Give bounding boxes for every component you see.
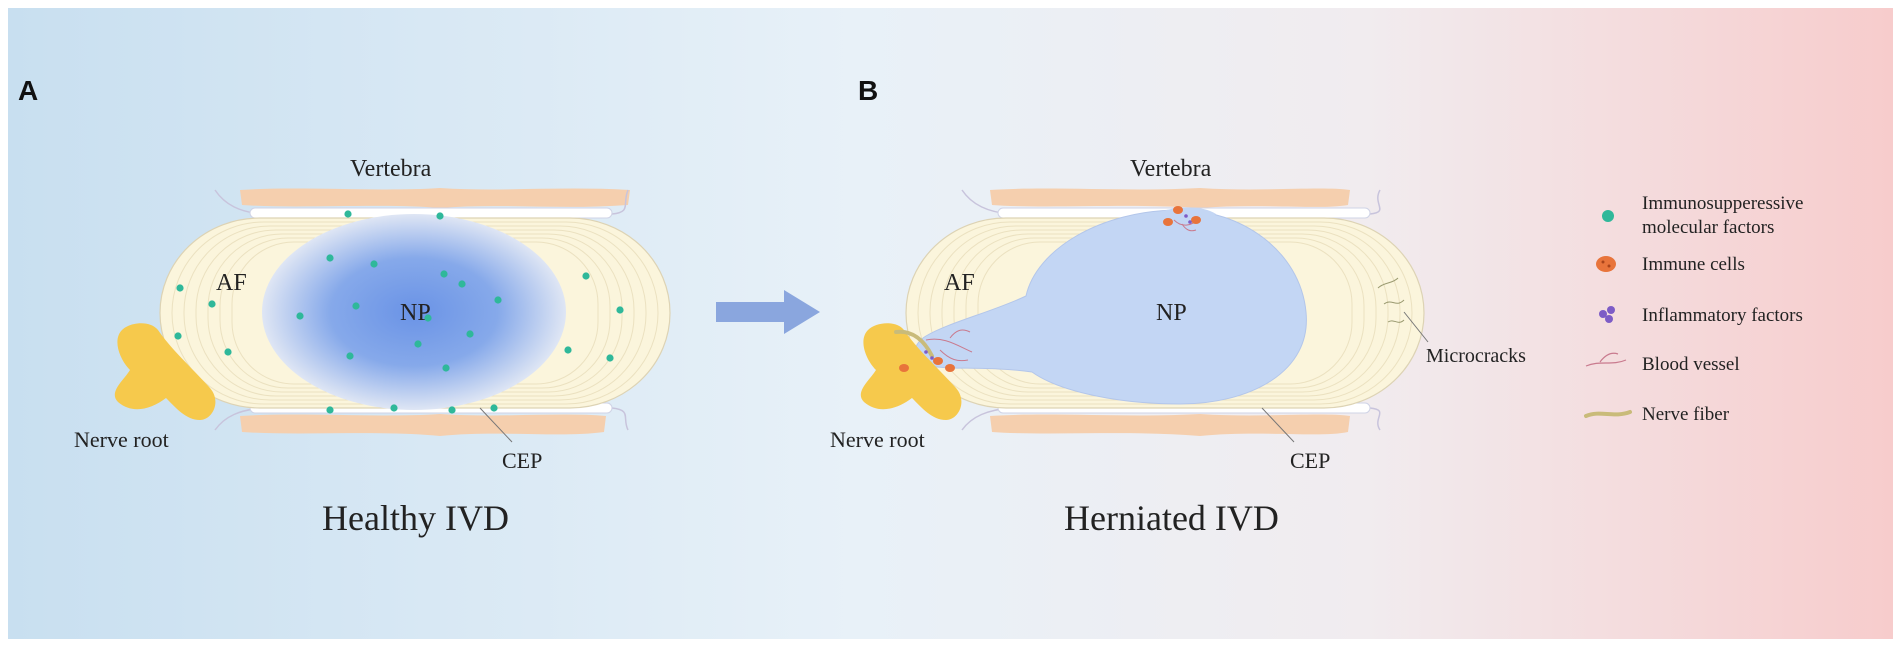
legend-item-nerve-fiber: Nerve fiber	[1584, 404, 1730, 425]
microcracks	[1377, 277, 1405, 323]
upper-vertebra	[990, 188, 1350, 208]
panel-b-letter: B	[858, 75, 878, 106]
legend: Immunosupperessive molecular factors Imm…	[1584, 193, 1803, 425]
nerve-root-label: Nerve root	[830, 427, 925, 452]
transition-arrow	[716, 290, 820, 334]
np-label: NP	[1156, 300, 1187, 326]
legend-label: Immune cells	[1642, 254, 1745, 275]
immune-cells	[899, 206, 1201, 372]
herniated-nucleus	[914, 209, 1307, 405]
upper-vertebra	[240, 188, 630, 208]
nerve-root	[114, 323, 216, 420]
panel-a-healthy-ivd: A	[18, 75, 671, 538]
inflammatory-factor-icon	[1599, 306, 1615, 323]
immune-cell-icon	[1596, 256, 1616, 272]
green-dot-icon	[1602, 210, 1614, 222]
legend-label: Inflammatory factors	[1642, 305, 1803, 326]
legend-label-line1: Immunosupperessive	[1642, 193, 1803, 214]
nucleus-pulposus	[262, 214, 566, 410]
panel-b-title: Herniated IVD	[1064, 498, 1279, 538]
af-label: AF	[944, 270, 975, 296]
panel-b-herniated-ivd: B	[830, 75, 1526, 538]
legend-label: Blood vessel	[1642, 354, 1740, 375]
lower-vertebra	[240, 414, 606, 436]
blood-vessel-icon	[1585, 352, 1627, 367]
af-label: AF	[216, 270, 247, 296]
immunosuppressive-factors	[174, 210, 624, 414]
legend-item-immunosuppressive-factors: Immunosupperessive molecular factors	[1602, 193, 1803, 238]
np-label: NP	[400, 300, 431, 326]
blood-vessels	[925, 217, 1201, 362]
nerve-fiber-icon	[1584, 410, 1632, 418]
microcracks-leader-line	[1403, 311, 1429, 343]
legend-item-blood-vessel: Blood vessel	[1585, 352, 1740, 375]
vertebra-label: Vertebra	[1130, 156, 1212, 182]
nerve-fiber	[894, 329, 934, 358]
nerve-root	[860, 323, 962, 420]
legend-label: Nerve fiber	[1642, 404, 1730, 425]
microcracks-label: Microcracks	[1426, 345, 1526, 367]
cep-leader-line	[479, 407, 513, 443]
panel-a-title: Healthy IVD	[322, 498, 509, 538]
cep-label: CEP	[502, 448, 542, 473]
legend-item-immune-cells: Immune cells	[1596, 254, 1745, 275]
inflammatory-factors	[924, 214, 1192, 360]
cep-leader-line	[1261, 407, 1295, 443]
panel-a-letter: A	[18, 75, 38, 106]
lower-vertebra	[990, 414, 1350, 436]
vertebra-label: Vertebra	[350, 156, 432, 182]
nerve-root-label: Nerve root	[74, 427, 169, 452]
legend-item-inflammatory-factors: Inflammatory factors	[1599, 305, 1803, 326]
legend-label-line2: molecular factors	[1642, 217, 1774, 238]
cep-label: CEP	[1290, 448, 1330, 473]
